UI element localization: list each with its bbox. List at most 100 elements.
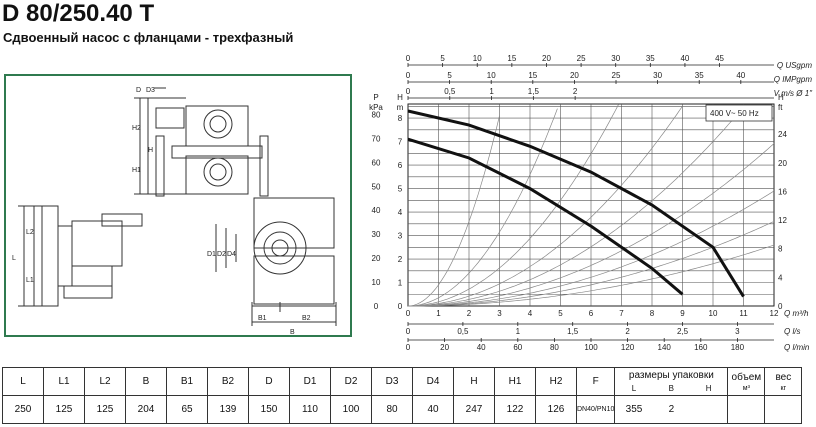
pack-sub-b: B xyxy=(668,383,675,393)
x-usgpm-tick: 25 xyxy=(577,54,586,63)
top-motor-outline xyxy=(155,107,185,129)
x-ls-tick: 3 xyxy=(735,327,740,336)
system-curve xyxy=(408,244,775,307)
x-lmin-tick: 40 xyxy=(477,343,486,352)
volume-unit: м³ xyxy=(742,385,750,392)
y-pressure-tick: 70 xyxy=(372,134,381,143)
y-right-tick: 16 xyxy=(778,187,787,196)
x-m3h-tick: 3 xyxy=(497,309,502,318)
y-pressure-tick: 80 xyxy=(372,110,381,119)
header-cell: H2 xyxy=(535,367,577,396)
x-velocity-tick: 0,5 xyxy=(444,87,456,96)
value-cell: 126 xyxy=(535,395,577,424)
dim-label-h: H xyxy=(148,147,153,154)
x-usgpm-tick: 45 xyxy=(715,54,724,63)
x-m3h-tick: 4 xyxy=(528,309,533,318)
pump-technical-drawing: D D3 H2 H H1 L L2 L1 D1 D2 D4 B1 B2 B xyxy=(12,87,337,336)
x-lmin-tick: 180 xyxy=(731,343,745,352)
y-head-tick: 7 xyxy=(398,138,403,147)
pump-curves xyxy=(407,109,745,298)
value-cell: 204 xyxy=(125,395,167,424)
header-cell: D1 xyxy=(289,367,331,396)
y-pressure-tick: 40 xyxy=(372,206,381,215)
y-pressure-tick: 30 xyxy=(372,230,381,239)
product-subtitle: Сдвоенный насос с фланцами - трехфазный xyxy=(3,30,294,45)
x-m3h-tick: 11 xyxy=(739,309,748,318)
dim-label-d4: D4 xyxy=(227,251,236,258)
performance-chart-svg: Hm012345678PkPa01020304050607080Hft04812… xyxy=(369,54,813,352)
x-lmin-tick: 60 xyxy=(513,343,522,352)
pump-curve xyxy=(407,137,684,296)
x-m3h-tick: 5 xyxy=(558,309,563,318)
value-cell: 355 xyxy=(625,404,643,415)
header-cell: D2 xyxy=(330,367,372,396)
value-cell: 40 xyxy=(412,395,454,424)
weight-header: вес кг xyxy=(764,367,803,396)
x-ls-tick: 1 xyxy=(516,327,521,336)
dim-label-b: B xyxy=(290,329,295,336)
y-pressure-axis-unit: kPa xyxy=(369,103,383,112)
y-pressure-tick: 50 xyxy=(372,182,381,191)
value-cell: 250 xyxy=(2,395,44,424)
system-curve xyxy=(408,106,744,307)
dim-label-h1: H1 xyxy=(132,167,141,174)
y-head-tick: 6 xyxy=(398,161,403,170)
x-lmin-tick: 0 xyxy=(406,343,411,352)
system-curve xyxy=(408,190,775,307)
x-ls-tick: 0 xyxy=(406,327,411,336)
y-right-axis-label: H xyxy=(778,93,784,102)
y-right-axis-unit: ft xyxy=(778,103,783,112)
value-cell: 110 xyxy=(289,395,331,424)
header-cell: D3 xyxy=(371,367,413,396)
dim-label-h2: H2 xyxy=(132,125,141,132)
x-impgpm-axis-label: Q IMPgpm xyxy=(774,75,813,84)
lower-pump-head xyxy=(185,155,249,195)
x-m3h-tick: 10 xyxy=(709,309,718,318)
x-usgpm-axis-label: Q USgpm xyxy=(777,61,812,70)
table-header-row: L L1 L2 B B1 B2 D D1 D2 D3 D4 H H1 H2 F … xyxy=(2,367,803,396)
x-usgpm-tick: 10 xyxy=(473,54,482,63)
technical-drawing-panel: D D3 H2 H H1 L L2 L1 D1 D2 D4 B1 B2 B xyxy=(4,74,352,337)
x-lmin-tick: 80 xyxy=(550,343,559,352)
value-cell: 150 xyxy=(248,395,290,424)
y-head-tick: 2 xyxy=(398,255,403,264)
volume-title: объем xyxy=(731,372,762,383)
dim-label-d: D xyxy=(136,87,141,94)
x-m3h-tick: 12 xyxy=(770,309,779,318)
system-curve xyxy=(408,105,683,307)
y-right-tick: 12 xyxy=(778,216,787,225)
y-right-tick: 20 xyxy=(778,159,787,168)
upper-pump-head xyxy=(185,105,249,147)
value-cell xyxy=(727,395,766,424)
y-head-tick: 0 xyxy=(398,302,403,311)
system-curve xyxy=(407,108,558,307)
pack-sub-h: H xyxy=(705,383,712,393)
pack-size-title: размеры упаковки xyxy=(628,369,714,381)
value-cell: 125 xyxy=(43,395,85,424)
x-lmin-axis-label: Q l/min xyxy=(784,343,810,352)
x-lmin-tick: 120 xyxy=(621,343,635,352)
value-cell: 65 xyxy=(166,395,208,424)
chart-grid xyxy=(407,103,775,307)
system-curve xyxy=(408,104,619,307)
header-cell: H1 xyxy=(494,367,536,396)
y-head-tick: 3 xyxy=(398,232,403,241)
header-cell: B1 xyxy=(166,367,208,396)
dim-label-l1: L1 xyxy=(26,277,34,284)
x-impgpm-tick: 40 xyxy=(736,71,745,80)
x-impgpm-tick: 5 xyxy=(447,71,452,80)
weight-title: вес xyxy=(775,372,792,383)
y-head-tick: 8 xyxy=(398,114,403,123)
chart-axes: Hm012345678PkPa01020304050607080Hft04812… xyxy=(369,54,813,352)
x-impgpm-tick: 10 xyxy=(487,71,496,80)
header-cell: L1 xyxy=(43,367,85,396)
x-usgpm-tick: 40 xyxy=(680,54,689,63)
y-head-tick: 1 xyxy=(398,279,403,288)
system-curve xyxy=(408,143,775,307)
x-ls-tick: 2,5 xyxy=(677,327,689,336)
y-head-axis-unit: m xyxy=(397,103,404,112)
value-cell: 247 xyxy=(453,395,495,424)
x-m3h-tick: 0 xyxy=(406,309,411,318)
x-impgpm-tick: 25 xyxy=(612,71,621,80)
